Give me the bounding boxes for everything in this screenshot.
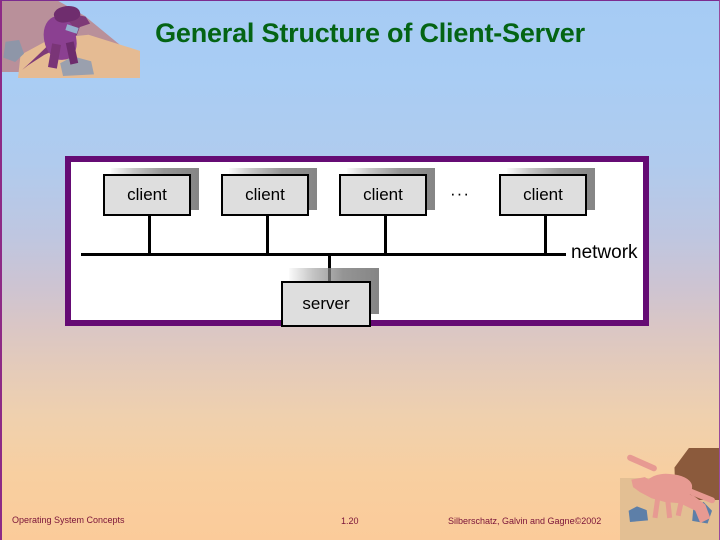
wire-client-4: [544, 210, 547, 255]
node-label: client: [245, 185, 285, 204]
wire-client-3: [384, 210, 387, 255]
stone-shape: [628, 506, 648, 522]
network-label: network: [571, 242, 638, 263]
footer-page-number: 1.20: [341, 516, 359, 526]
node-label: client: [127, 185, 167, 204]
node-client-3[interactable]: client: [339, 174, 427, 216]
dinosaur-icon-bottom-right: [620, 448, 720, 540]
node-client-1[interactable]: client: [103, 174, 191, 216]
diagram-frame: client client client client ··· network …: [65, 156, 649, 327]
wire-client-1: [148, 210, 151, 255]
ellipsis-label: ···: [450, 184, 470, 203]
footer-book-title: Operating System Concepts: [12, 515, 125, 525]
node-label: server: [302, 294, 350, 313]
wire-client-2: [266, 210, 269, 255]
node-client-4[interactable]: client: [499, 174, 587, 216]
page-title: General Structure of Client-Server: [155, 18, 585, 48]
node-server[interactable]: server: [281, 281, 371, 327]
diagram-canvas: client client client client ··· network …: [71, 162, 643, 327]
network-bus-line: [81, 253, 566, 256]
footer-copyright: Silberschatz, Galvin and Gagne©2002: [448, 516, 602, 526]
node-label: client: [523, 185, 563, 204]
node-label: client: [363, 185, 403, 204]
rock-shape: [3, 40, 24, 62]
dinosaur-neck: [626, 453, 658, 473]
rock-shape: [60, 56, 94, 76]
node-client-2[interactable]: client: [221, 174, 309, 216]
dinosaur-icon-top-left: [0, 0, 140, 78]
